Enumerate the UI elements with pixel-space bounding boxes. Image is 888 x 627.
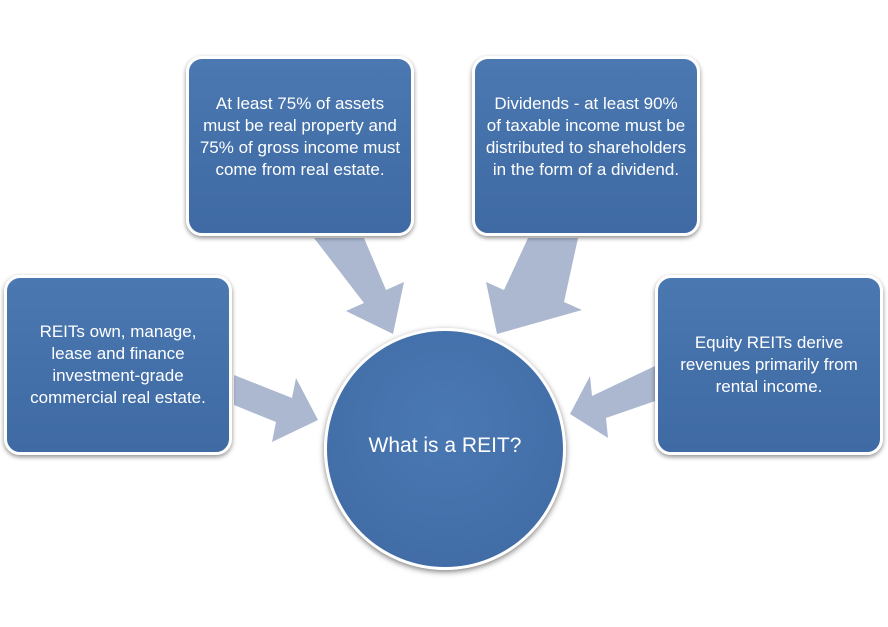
node-asset-requirement-text: At least 75% of assets must be real prop…	[199, 94, 401, 179]
node-equity-reits-text: Equity REITs derive revenues primarily f…	[680, 333, 858, 396]
node-reit-activities-text: REITs own, manage, lease and finance inv…	[30, 322, 206, 407]
center-circle-label: What is a REIT?	[368, 434, 522, 457]
arrow-right-to-center	[570, 366, 655, 438]
arrow-top-right-to-center	[486, 238, 582, 334]
arrow-left-to-center	[234, 375, 318, 442]
node-dividend-requirement: Dividends - at least 90% of taxable inco…	[472, 56, 700, 236]
center-circle: What is a REIT?	[324, 328, 566, 570]
arrow-top-left-to-center	[314, 238, 404, 334]
node-dividend-requirement-text: Dividends - at least 90% of taxable inco…	[485, 94, 687, 179]
node-asset-requirement: At least 75% of assets must be real prop…	[186, 56, 414, 236]
node-reit-activities: REITs own, manage, lease and finance inv…	[4, 275, 232, 455]
node-equity-reits: Equity REITs derive revenues primarily f…	[655, 275, 883, 455]
